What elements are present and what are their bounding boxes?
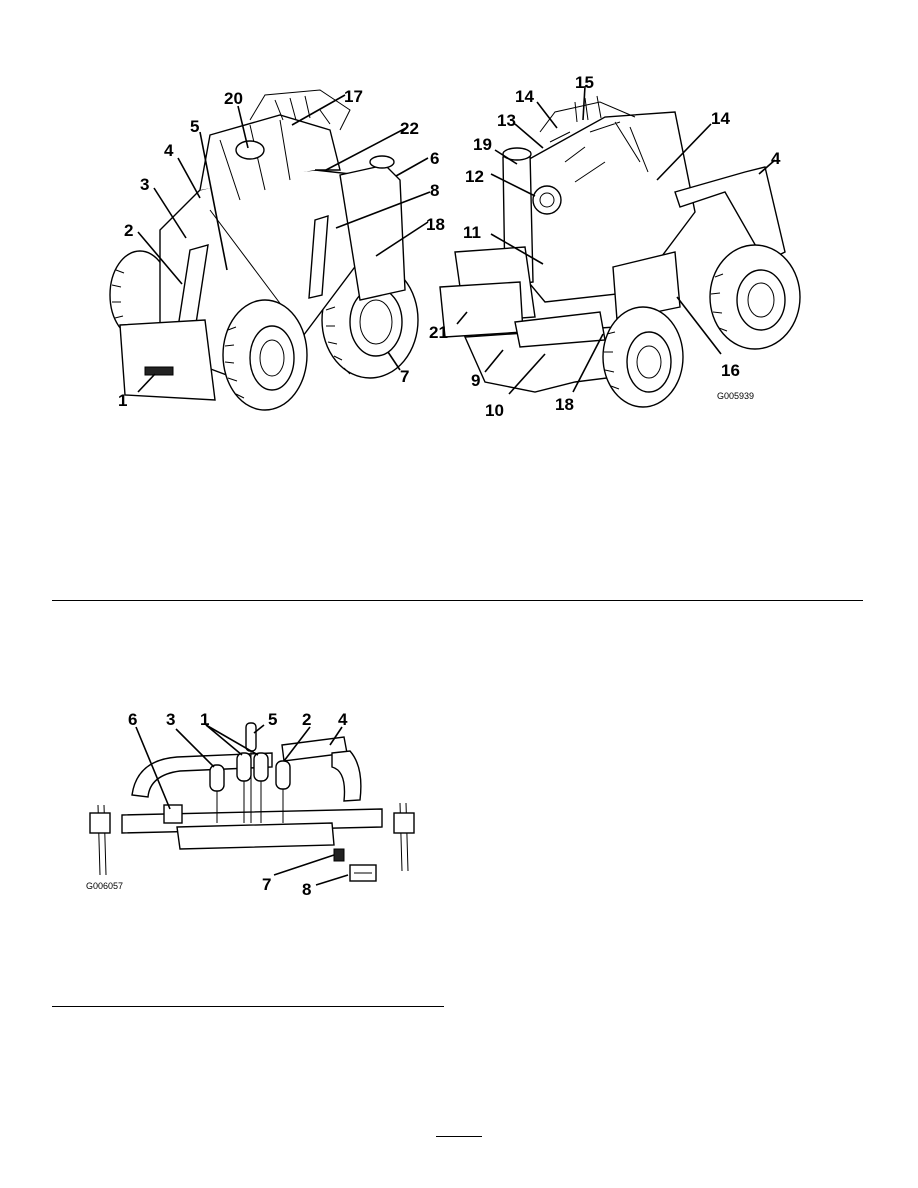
callout-6: 6 (430, 149, 439, 168)
callout-2: 2 (124, 221, 133, 240)
callout-1: 1 (118, 391, 127, 410)
callout-15: 15 (575, 73, 594, 92)
callout-14b: 14 (711, 109, 730, 128)
callout-21: 21 (429, 323, 448, 342)
machine-front-illustration: 1 2 3 4 5 20 17 22 6 8 18 7 (109, 87, 445, 411)
figure-id: G006057 (86, 881, 123, 891)
callout-4: 4 (338, 710, 348, 729)
callout-14a: 14 (515, 87, 534, 106)
callout-4: 4 (164, 141, 174, 160)
callout-5: 5 (190, 117, 199, 136)
callout-7: 7 (400, 367, 409, 386)
callout-3: 3 (140, 175, 149, 194)
lever-group (209, 722, 291, 823)
callout-12: 12 (465, 167, 484, 186)
callout-2: 2 (302, 710, 311, 729)
rear-right-wheel (709, 244, 801, 350)
callout-11: 11 (463, 223, 481, 242)
callout-10: 10 (485, 401, 504, 420)
machine-rear-illustration: 14 15 13 14 19 4 12 11 21 9 10 18 16 G00… (429, 73, 801, 420)
callout-19: 19 (473, 135, 492, 154)
figure-divider (52, 1006, 444, 1007)
callout-7: 7 (262, 875, 271, 894)
section-divider (52, 600, 863, 601)
footer-rule (436, 1136, 482, 1137)
callout-18: 18 (555, 395, 574, 414)
figure-id: G005939 (717, 391, 754, 401)
left-wheel (109, 250, 171, 340)
front-wheel (222, 299, 308, 411)
callout-6: 6 (128, 710, 137, 729)
control-panel-illustration: 6 3 1 5 2 4 7 8 G006057 (86, 710, 415, 899)
callout-4: 4 (771, 149, 781, 168)
callout-13: 13 (497, 111, 516, 130)
callout-8: 8 (430, 181, 439, 200)
callout-5: 5 (268, 710, 277, 729)
callout-17: 17 (344, 87, 363, 106)
callout-16: 16 (721, 361, 740, 380)
callout-1: 1 (200, 710, 209, 729)
callout-20: 20 (224, 89, 243, 108)
callout-18: 18 (426, 215, 445, 234)
callout-9: 9 (471, 371, 480, 390)
callout-8: 8 (302, 880, 311, 899)
callout-22: 22 (400, 119, 419, 138)
rear-left-wheel (602, 306, 684, 408)
callout-3: 3 (166, 710, 175, 729)
